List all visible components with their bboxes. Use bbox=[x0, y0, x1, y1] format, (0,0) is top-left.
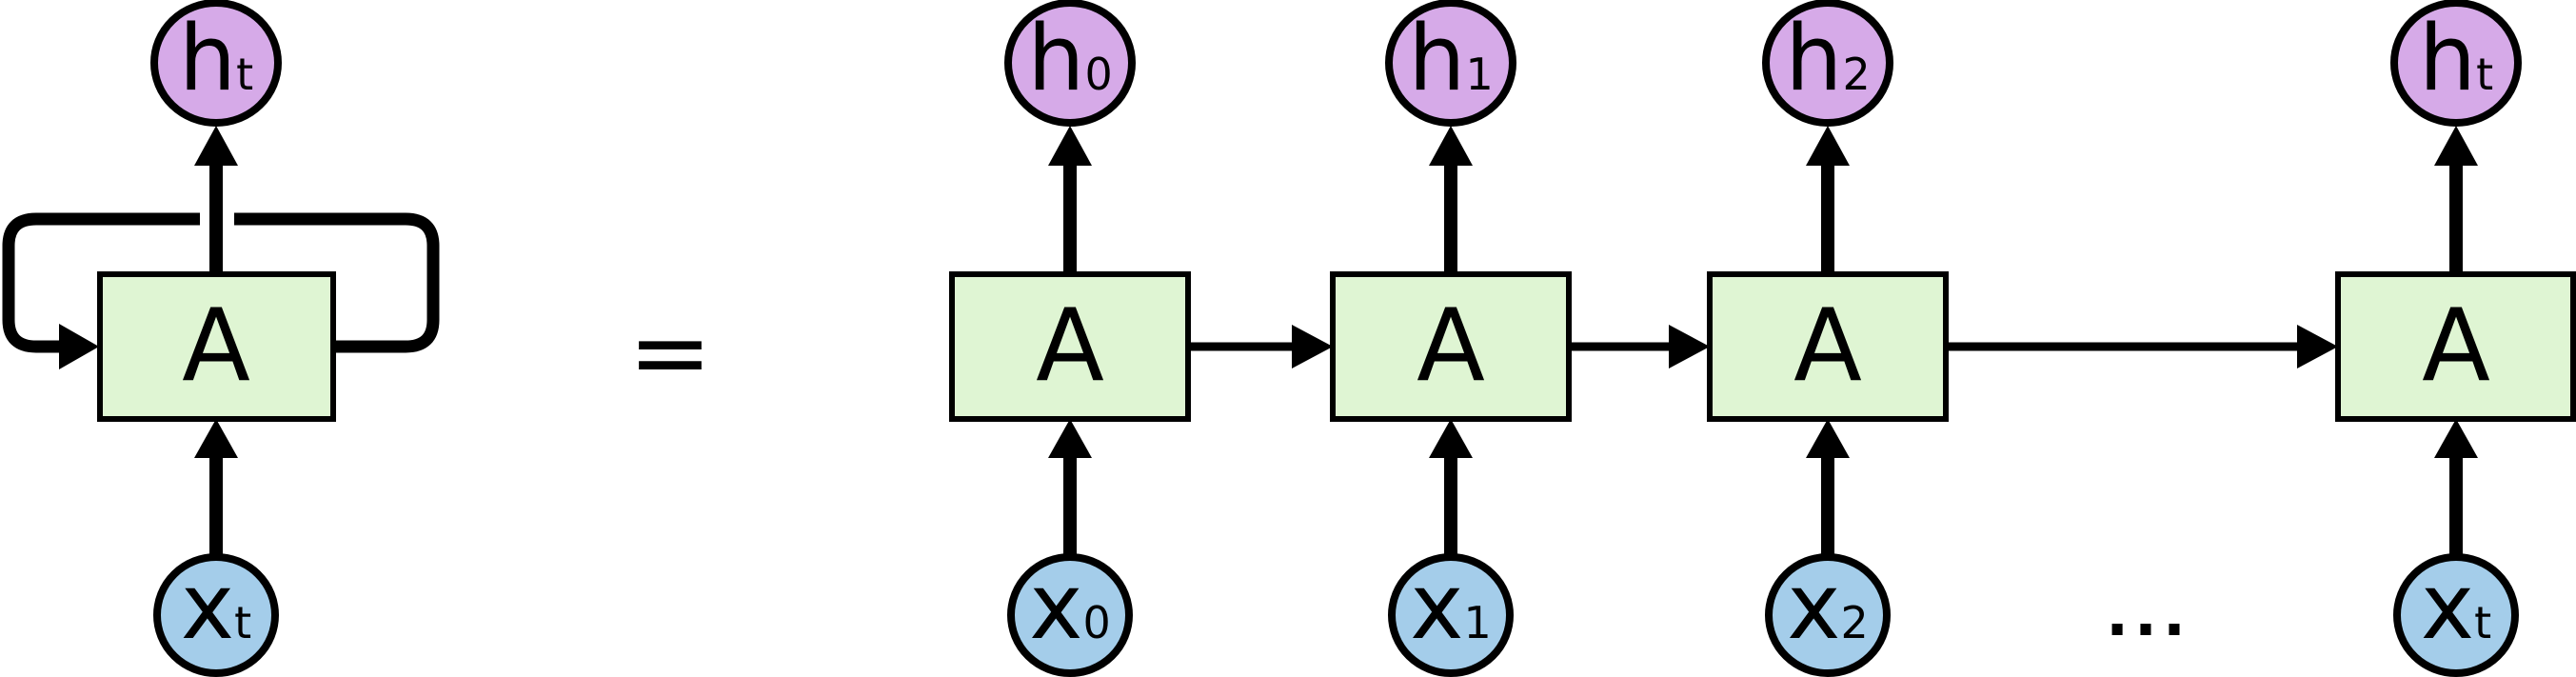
input-arrowhead-icon bbox=[1048, 419, 1092, 458]
cell-label: A bbox=[2422, 288, 2490, 404]
rnn-cell-box bbox=[2335, 271, 2576, 422]
hidden-state-node bbox=[2390, 0, 2522, 127]
input-arrowhead-icon bbox=[194, 419, 238, 458]
rnn-cell-unrolled-1: A h1 x1 bbox=[1330, 0, 1572, 677]
hidden-state-node bbox=[1385, 0, 1516, 127]
rnn-cell-box bbox=[949, 271, 1191, 422]
state-connector-arrow-2 bbox=[1946, 325, 2338, 368]
input-node bbox=[1007, 553, 1133, 677]
connector-arrowhead-icon bbox=[1669, 325, 1710, 368]
rnn-cell-box bbox=[1330, 271, 1572, 422]
connector-arrowhead-icon bbox=[1292, 325, 1333, 368]
cell-label: A bbox=[1417, 288, 1485, 404]
input-node bbox=[1765, 553, 1891, 677]
input-arrowhead-icon bbox=[1806, 419, 1850, 458]
input-node bbox=[2393, 553, 2519, 677]
state-connector-arrow-1 bbox=[1569, 325, 1710, 368]
rnn-cell-box bbox=[1707, 271, 1949, 422]
hidden-state-label: h0 bbox=[1027, 7, 1113, 111]
ellipsis: ... bbox=[2106, 580, 2191, 649]
input-arrowhead-icon bbox=[1429, 419, 1473, 458]
cell-label: A bbox=[182, 288, 250, 404]
input-node bbox=[153, 553, 279, 677]
hidden-output-arrowhead-icon bbox=[1429, 126, 1473, 166]
hidden-output-arrowhead-icon bbox=[1048, 126, 1092, 166]
cell-label: A bbox=[1793, 288, 1862, 404]
hidden-output-arrowhead-icon bbox=[2434, 126, 2478, 166]
hidden-state-label: h1 bbox=[1408, 7, 1494, 111]
rnn-cell-box bbox=[97, 271, 336, 422]
rnn-cell-folded: A ht xt bbox=[2, 0, 440, 677]
equals-sign: = bbox=[628, 294, 712, 410]
hidden-output-arrowhead-icon bbox=[194, 126, 238, 166]
hidden-output-arrowhead-icon bbox=[1806, 126, 1850, 166]
input-node bbox=[1388, 553, 1514, 677]
rnn-cell-unrolled-3: A ht xt bbox=[2335, 0, 2576, 677]
hidden-state-node bbox=[1762, 0, 1893, 127]
input-arrowhead-icon bbox=[2434, 419, 2478, 458]
rnn-cell-unrolled-2: A h2 x2 bbox=[1707, 0, 1949, 677]
input-label: x2 bbox=[1787, 555, 1869, 660]
cell-label: A bbox=[1036, 288, 1104, 404]
connector-arrowhead-icon bbox=[2297, 325, 2338, 368]
hidden-state-label: ht bbox=[2419, 7, 2493, 111]
loop-arrowhead-icon bbox=[59, 324, 99, 369]
hidden-state-node bbox=[1004, 0, 1136, 127]
input-label: x0 bbox=[1029, 555, 1111, 660]
hidden-state-label: ht bbox=[179, 7, 253, 111]
input-label: xt bbox=[181, 555, 251, 660]
rnn-cell-unrolled-0: A h0 x0 bbox=[949, 0, 1191, 677]
input-label: x1 bbox=[1410, 555, 1492, 660]
hidden-state-label: h2 bbox=[1785, 7, 1871, 111]
state-connector-arrow-0 bbox=[1188, 325, 1333, 368]
input-label: xt bbox=[2421, 555, 2491, 660]
hidden-state-node bbox=[150, 0, 282, 127]
